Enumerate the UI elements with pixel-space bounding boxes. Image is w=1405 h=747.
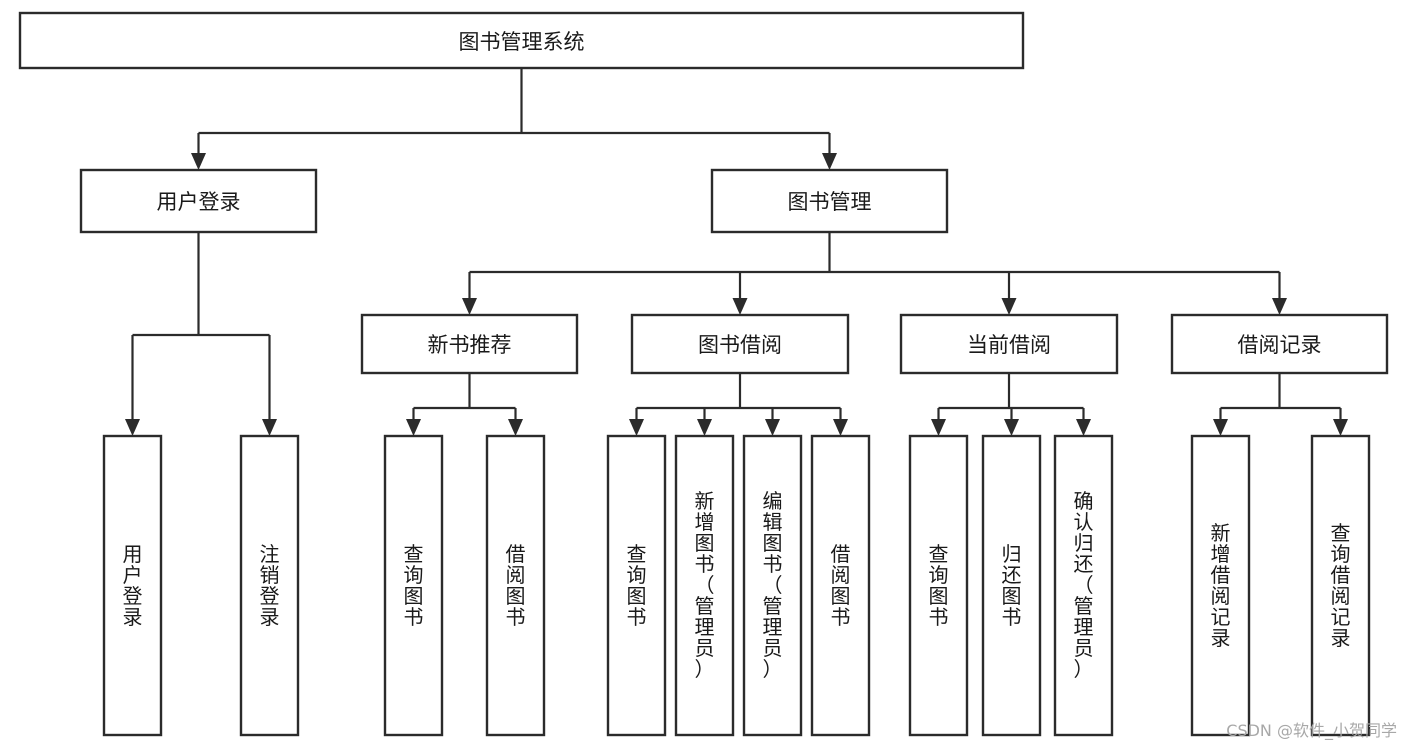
connector-arrowhead <box>508 419 523 436</box>
connector-arrowhead <box>262 419 277 436</box>
connector-arrowhead <box>822 153 837 170</box>
connector-arrowhead <box>765 419 780 436</box>
node-box-leaf-confirm-return[interactable] <box>1053 434 1114 737</box>
connector-arrowhead <box>191 153 206 170</box>
connector-arrowhead <box>1213 419 1228 436</box>
connector-arrowhead <box>1001 298 1017 315</box>
connector-arrowhead <box>125 419 140 436</box>
node-box-leaf-query-book-borrow[interactable] <box>606 434 667 737</box>
node-box-leaf-query-book-rec[interactable] <box>383 434 444 737</box>
node-box-leaf-edit-book[interactable] <box>742 434 803 737</box>
connector-arrowhead <box>732 298 748 315</box>
node-box-borrow-record[interactable] <box>1170 313 1389 375</box>
node-box-leaf-query-borrow-record[interactable] <box>1310 434 1371 737</box>
connector-arrowhead <box>462 298 477 315</box>
node-box-user-login[interactable] <box>79 168 318 234</box>
connector-arrowhead <box>1076 419 1091 436</box>
node-box-root[interactable] <box>18 11 1025 70</box>
node-box-leaf-borrow-book[interactable] <box>810 434 871 737</box>
connector-arrowhead <box>931 419 946 436</box>
connector-arrowhead <box>629 419 644 436</box>
node-box-leaf-borrow-book-rec[interactable] <box>485 434 546 737</box>
node-box-leaf-query-book-cur[interactable] <box>908 434 969 737</box>
node-box-leaf-add-borrow-record[interactable] <box>1190 434 1251 737</box>
connector-arrowhead <box>833 419 848 436</box>
node-box-leaf-logout[interactable] <box>239 434 300 737</box>
connector-arrowhead <box>406 419 421 436</box>
node-box-leaf-add-book[interactable] <box>674 434 735 737</box>
connector-arrowhead <box>1333 419 1348 436</box>
connector-arrowhead <box>1272 298 1287 315</box>
connectors-layer <box>125 68 1348 436</box>
node-box-new-book-recommend[interactable] <box>360 313 579 375</box>
connector-arrowhead <box>697 419 712 436</box>
node-box-book-borrow[interactable] <box>630 313 850 375</box>
boxes-layer <box>18 11 1389 737</box>
node-box-book-manage[interactable] <box>710 168 949 234</box>
node-box-leaf-user-login[interactable] <box>102 434 163 737</box>
node-box-leaf-return-book[interactable] <box>981 434 1042 737</box>
node-box-current-borrow[interactable] <box>899 313 1119 375</box>
connector-arrowhead <box>1004 419 1019 436</box>
